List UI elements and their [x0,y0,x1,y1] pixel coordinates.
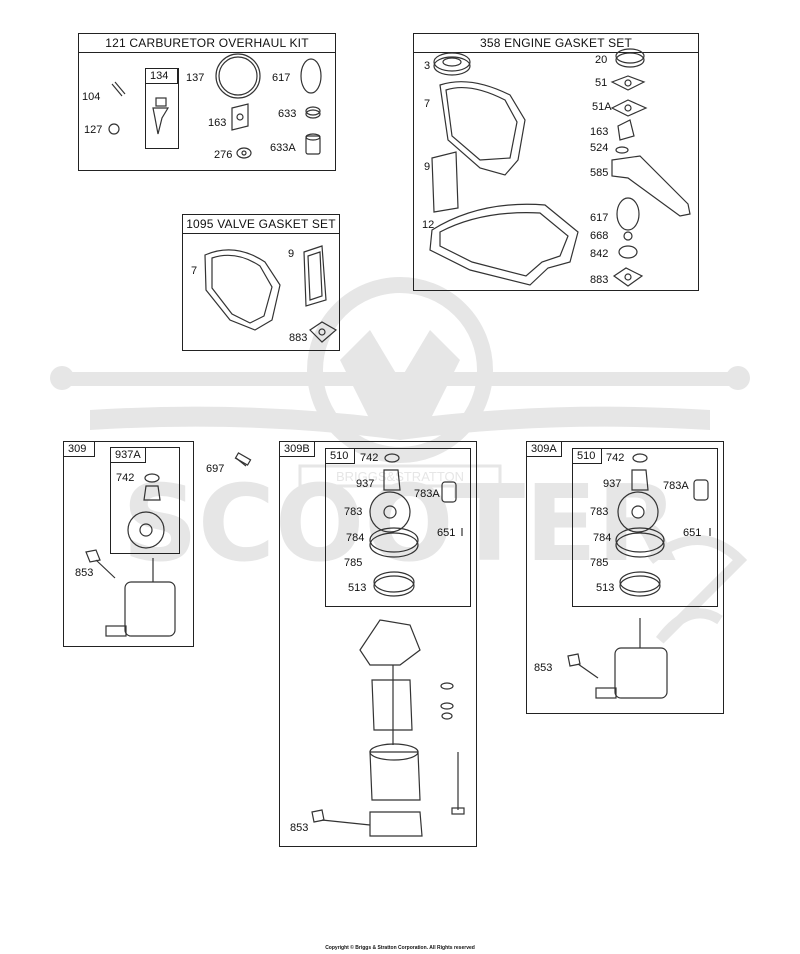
label-20: 20 [595,54,608,66]
label-513c: 513 [596,582,615,594]
label-853a: 853 [75,567,94,579]
label-697: 697 [206,463,225,475]
label-842: 842 [590,248,609,260]
label-883b: 883 [289,332,308,344]
starter-309a-parts [567,453,711,699]
label-784b: 784 [346,532,365,544]
label-783ab: 783A [414,488,440,500]
label-617b: 617 [590,212,609,224]
part-510-box-b [325,448,471,607]
label-651c: 651 [683,527,702,539]
label-783b: 783 [344,506,363,518]
label-104: 104 [82,91,101,103]
label-127: 127 [84,124,103,136]
valve-gasket-parts [204,245,338,343]
label-783ac: 783A [663,480,689,492]
label-137: 137 [186,72,205,84]
label-51: 51 [595,77,608,89]
label-784c: 784 [593,532,612,544]
starter-309-tag: 309 [63,441,95,457]
label-937c: 937 [603,478,622,490]
label-651b: 651 [437,527,456,539]
label-163b: 163 [590,126,609,138]
part-510-box-a [572,448,718,607]
copyright-footer: Copyright © Briggs & Stratton Corporatio… [325,945,475,951]
label-524: 524 [590,142,609,154]
valve-gasket-title: 1095 VALVE GASKET SET [183,215,339,234]
label-7b: 7 [191,265,198,277]
label-742a: 742 [116,472,135,484]
label-12: 12 [422,219,435,231]
label-617: 617 [272,72,291,84]
carburetor-kit-box: 121 CARBURETOR OVERHAUL KIT 134 [78,33,336,171]
valve-gasket-box: 1095 VALVE GASKET SET [182,214,340,351]
carb-kit-parts [108,53,322,159]
label-7: 7 [424,98,431,110]
label-853b: 853 [290,822,309,834]
label-163: 163 [208,117,227,129]
engine-gasket-parts [429,48,691,287]
part-510-tag-a: 510 [572,448,602,464]
part-134-box [145,68,179,149]
starter-309a-tag: 309A [526,441,562,457]
label-783c: 783 [590,506,609,518]
label-742b: 742 [360,452,379,464]
label-9: 9 [424,161,431,173]
label-513b: 513 [348,582,367,594]
label-785b: 785 [344,557,363,569]
starter-309b-parts [311,453,465,837]
label-633a: 633A [270,142,296,154]
label-585: 585 [590,167,609,179]
label-668: 668 [590,230,609,242]
label-853c: 853 [534,662,553,674]
part-937a-tag: 937A [110,447,146,463]
svg-text:BRIGGS&STRATTON: BRIGGS&STRATTON [336,469,464,484]
engine-gasket-title: 358 ENGINE GASKET SET [414,34,698,53]
starter-309b-tag: 309B [279,441,315,457]
carburetor-kit-title: 121 CARBURETOR OVERHAUL KIT [79,34,335,53]
label-633: 633 [278,108,297,120]
part-510-tag-b: 510 [325,448,355,464]
watermark-word: SCOOTER [122,463,677,585]
label-3: 3 [424,60,431,72]
label-883: 883 [590,274,609,286]
label-937b: 937 [356,478,375,490]
label-785c: 785 [590,557,609,569]
starter-309-parts [85,452,252,637]
label-51a: 51A [592,101,612,113]
label-276: 276 [214,149,233,161]
engine-gasket-box: 358 ENGINE GASKET SET [413,33,699,291]
starter-309a-box [526,441,724,714]
label-742c: 742 [606,452,625,464]
starter-309-box [63,441,194,647]
starter-309b-box [279,441,477,847]
label-9b: 9 [288,248,295,260]
